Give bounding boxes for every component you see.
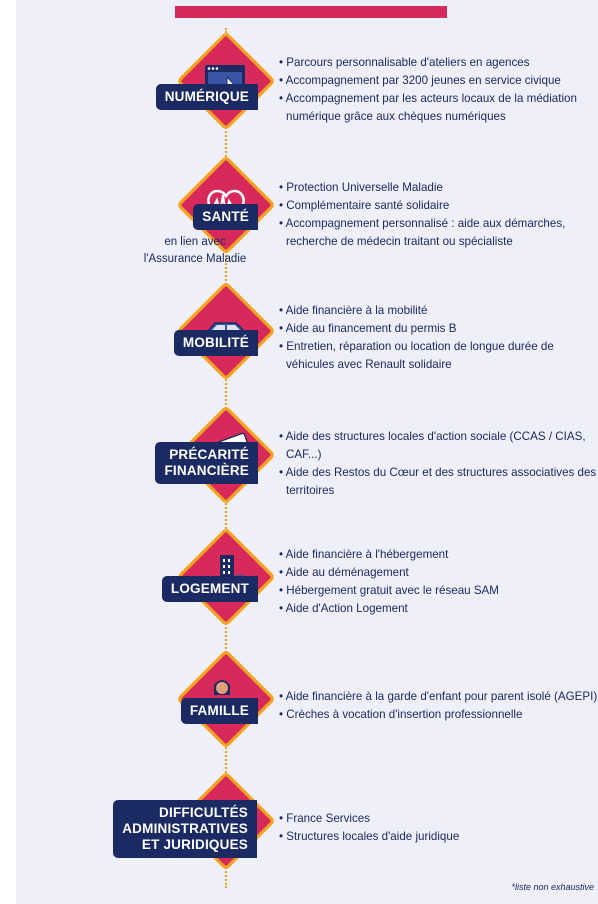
- list-item: Aide au financement du permis B: [279, 320, 598, 338]
- list-item: Accompagnement par les acteurs locaux de…: [279, 90, 598, 126]
- bullets-numerique: Parcours personnalisable d'ateliers en a…: [279, 54, 598, 126]
- bullets-logement: Aide financière à l'hébergement Aide au …: [279, 546, 598, 618]
- sublabel-line: l'Assurance Maladie: [143, 253, 247, 265]
- bullets-precarite: Aide des structures locales d'action soc…: [279, 428, 598, 500]
- list-item: Aide financière à la mobilité: [279, 302, 598, 320]
- row-mobilite: MOBILITÉ Aide financière à la mobilité A…: [0, 281, 598, 406]
- label-line: LOGEMENT: [170, 581, 249, 596]
- label-precarite: PRÉCARITÉ FINANCIÈRE: [155, 442, 258, 484]
- sublabel-sante: en lien avec l'Assurance Maladie: [130, 234, 260, 268]
- bullets-famille: Aide financière à la garde d'enfant pour…: [279, 688, 598, 724]
- sublabel-line: en lien avec: [164, 236, 226, 248]
- footnote: *liste non exhaustive: [511, 882, 594, 892]
- list-item: Crèches à vocation d'insertion professio…: [279, 706, 598, 724]
- label-line: SANTÉ: [202, 209, 249, 224]
- label-logement: LOGEMENT: [161, 576, 258, 602]
- list-item: Aide financière à la garde d'enfant pour…: [279, 688, 598, 706]
- bullets-sante: Protection Universelle Maladie Complémen…: [279, 179, 598, 251]
- row-logement: LOGEMENT Aide financière à l'hébergement…: [0, 527, 598, 652]
- diamond-numerique: [176, 31, 276, 131]
- row-numerique: NUMÉRIQUE Parcours personnalisable d'ate…: [0, 31, 598, 156]
- list-item: Complémentaire santé solidaire: [279, 197, 598, 215]
- label-line: ADMINISTRATIVES: [122, 821, 248, 836]
- label-line: FAMILLE: [189, 703, 249, 718]
- label-line: PRÉCARITÉ: [169, 447, 249, 462]
- row-precarite: € PRÉCARITÉ FINANCIÈRE Aide des structur…: [0, 405, 598, 530]
- row-sante: SANTÉ en lien avec l'Assurance Maladie P…: [0, 155, 598, 280]
- list-item: Accompagnement par 3200 jeunes en servic…: [279, 72, 598, 90]
- list-item: Parcours personnalisable d'ateliers en a…: [279, 54, 598, 72]
- list-item: France Services: [279, 810, 598, 828]
- row-difficultes: DIFFICULTÉS ADMINISTRATIVES ET JURIDIQUE…: [0, 771, 598, 896]
- bullets-mobilite: Aide financière à la mobilité Aide au fi…: [279, 302, 598, 374]
- list-item: Hébergement gratuit avec le réseau SAM: [279, 582, 598, 600]
- list-item: Aide au déménagement: [279, 564, 598, 582]
- label-difficultes: DIFFICULTÉS ADMINISTRATIVES ET JURIDIQUE…: [113, 800, 257, 858]
- label-line: MOBILITÉ: [182, 335, 249, 350]
- list-item: Structures locales d'aide juridique: [279, 828, 598, 846]
- label-famille: FAMILLE: [180, 698, 258, 724]
- label-line: NUMÉRIQUE: [164, 89, 249, 104]
- list-item: Aide des structures locales d'action soc…: [279, 428, 598, 464]
- label-line: ET JURIDIQUES: [141, 837, 248, 852]
- bullets-difficultes: France Services Structures locales d'aid…: [279, 810, 598, 846]
- list-item: Accompagnement personnalisé : aide aux d…: [279, 215, 598, 251]
- label-sante: SANTÉ: [193, 204, 258, 230]
- list-item: Aide des Restos du Cœur et des structure…: [279, 464, 598, 500]
- label-numerique: NUMÉRIQUE: [155, 84, 258, 110]
- list-item: Aide d'Action Logement: [279, 600, 598, 618]
- list-item: Entretien, réparation ou location de lon…: [279, 338, 598, 374]
- top-accent-bar: [175, 6, 447, 18]
- row-famille: FAMILLE Aide financière à la garde d'enf…: [0, 649, 598, 774]
- label-line: DIFFICULTÉS: [159, 805, 248, 820]
- label-mobilite: MOBILITÉ: [173, 330, 258, 356]
- list-item: Aide financière à l'hébergement: [279, 546, 598, 564]
- list-item: Protection Universelle Maladie: [279, 179, 598, 197]
- label-line: FINANCIÈRE: [164, 463, 249, 478]
